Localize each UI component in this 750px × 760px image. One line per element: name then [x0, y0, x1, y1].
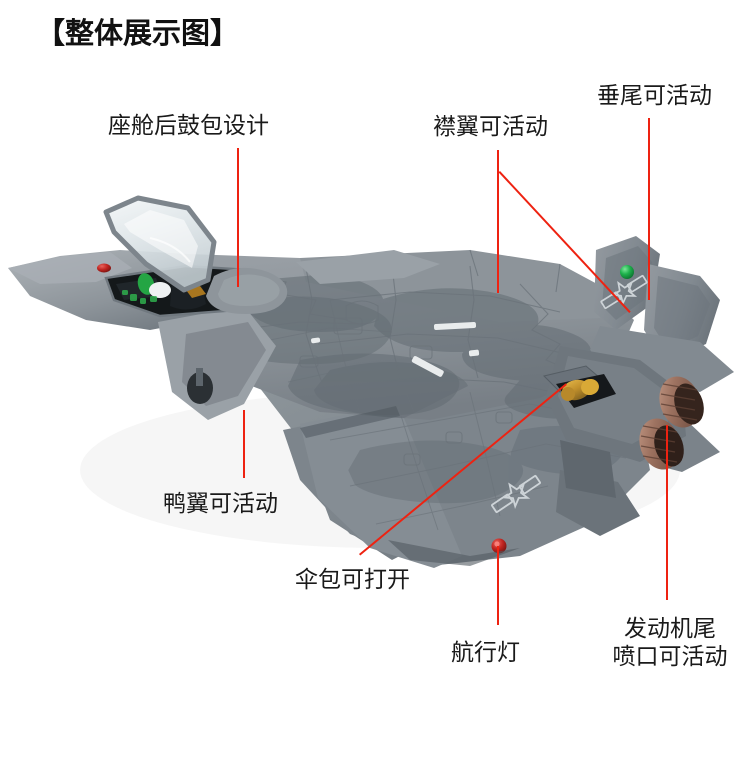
- lower-tail-box: [560, 440, 616, 498]
- pilot-helmet: [149, 282, 171, 298]
- nose-red-light: [97, 263, 111, 273]
- callout-label-vertical-tail-movable: 垂尾可活动: [597, 83, 712, 109]
- canopy-glass-streak: [149, 237, 191, 263]
- callout-label-flaps-movable: 襟翼可活动: [433, 114, 548, 140]
- horizontal-stabilizer-upper: [590, 326, 734, 392]
- callout-label-cockpit-bulge: 座舱后鼓包设计: [108, 113, 269, 139]
- callout-label-parachute-bay-openable: 伞包可打开: [295, 567, 410, 593]
- green-navigation-light: [620, 265, 634, 279]
- nose-landing-gear-strut: [196, 368, 203, 386]
- cockpit-aft-bulge-highlight: [218, 274, 280, 306]
- engine-nozzle-upper: [659, 376, 704, 428]
- callout-label-engine-nozzle-line-2: 喷口可活动: [612, 644, 728, 671]
- cockpit-green-details: [122, 290, 157, 304]
- canopy-glass-reflection: [124, 210, 198, 268]
- nose-tip-highlight: [8, 252, 132, 284]
- nose-landing-gear-wheel: [187, 372, 213, 404]
- vertical-tail-near-shade: [654, 276, 710, 350]
- canard-right: [296, 250, 440, 284]
- engine-nozzle-lower: [639, 418, 684, 470]
- callout-label-engine-nozzle-line-1: 发动机尾: [624, 616, 716, 642]
- callout-label-navigation-light: 航行灯: [451, 640, 520, 666]
- page-title: 【整体展示图】: [36, 16, 240, 50]
- callout-label-canard-movable: 鸭翼可活动: [163, 491, 278, 517]
- red-navigation-light-glint: [494, 541, 500, 547]
- callout-label-engine-nozzle-movable: 发动机尾 喷口可活动: [605, 615, 735, 671]
